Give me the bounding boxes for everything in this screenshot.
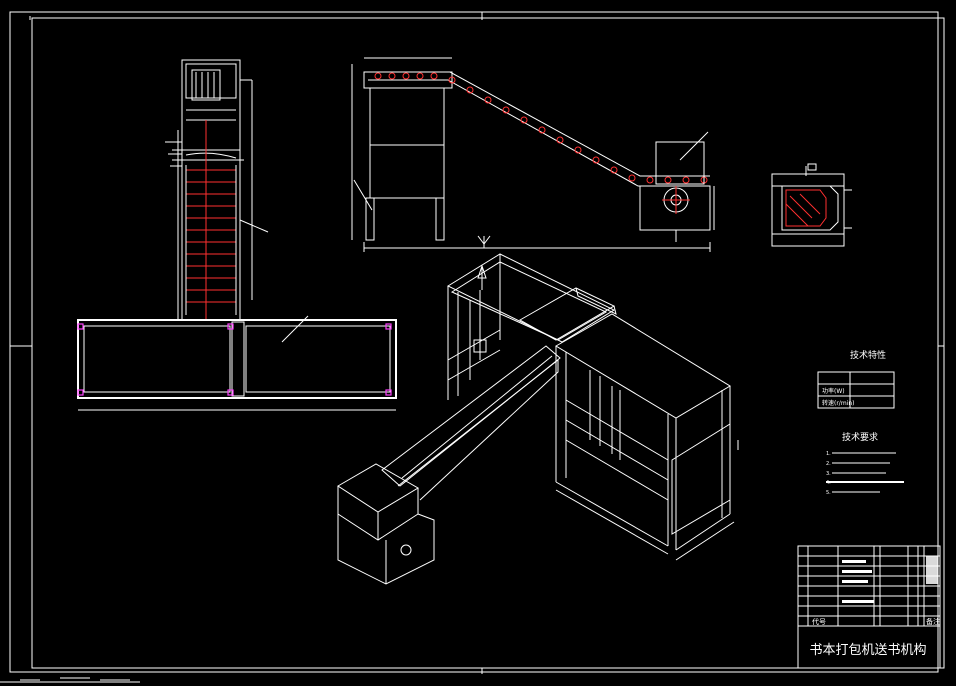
tech-spec-row-speed: 转速(r/min) [822,399,855,407]
title-block: 代号 备注 书本打包机送书机构 [797,545,941,669]
chain-links [374,72,708,184]
left-elevation-view [77,59,397,411]
tech-spec-heading: 技术特性 [850,349,886,361]
tech-spec-section: 技术特性 功率(W) 转速(r/min) [817,349,895,409]
side-view-inclined-conveyor [351,57,715,252]
tech-requirements-heading: 技术要求 [842,431,878,443]
chain-pitch-marks [185,120,237,320]
drawing-title: 书本打包机送书机构 [809,643,926,658]
bottom-left-marks [0,677,140,683]
sheet-frame [9,11,945,674]
requirement-item-5: 5. [826,490,831,496]
title-block-header-code: 代号 [812,617,826,626]
title-block-header-remarks: 备注 [926,617,940,626]
requirement-item-1: 1. [826,451,831,457]
section-detail-view [771,163,852,247]
requirement-item-2: 2. [826,461,831,467]
view-axes [473,235,491,360]
isometric-view [337,253,739,585]
requirement-item-3: 3. [826,471,831,477]
tech-spec-row-power: 功率(W) [822,387,845,395]
tech-requirements-section: 技术要求 1. 2. 3. 4. 5. [826,431,904,496]
